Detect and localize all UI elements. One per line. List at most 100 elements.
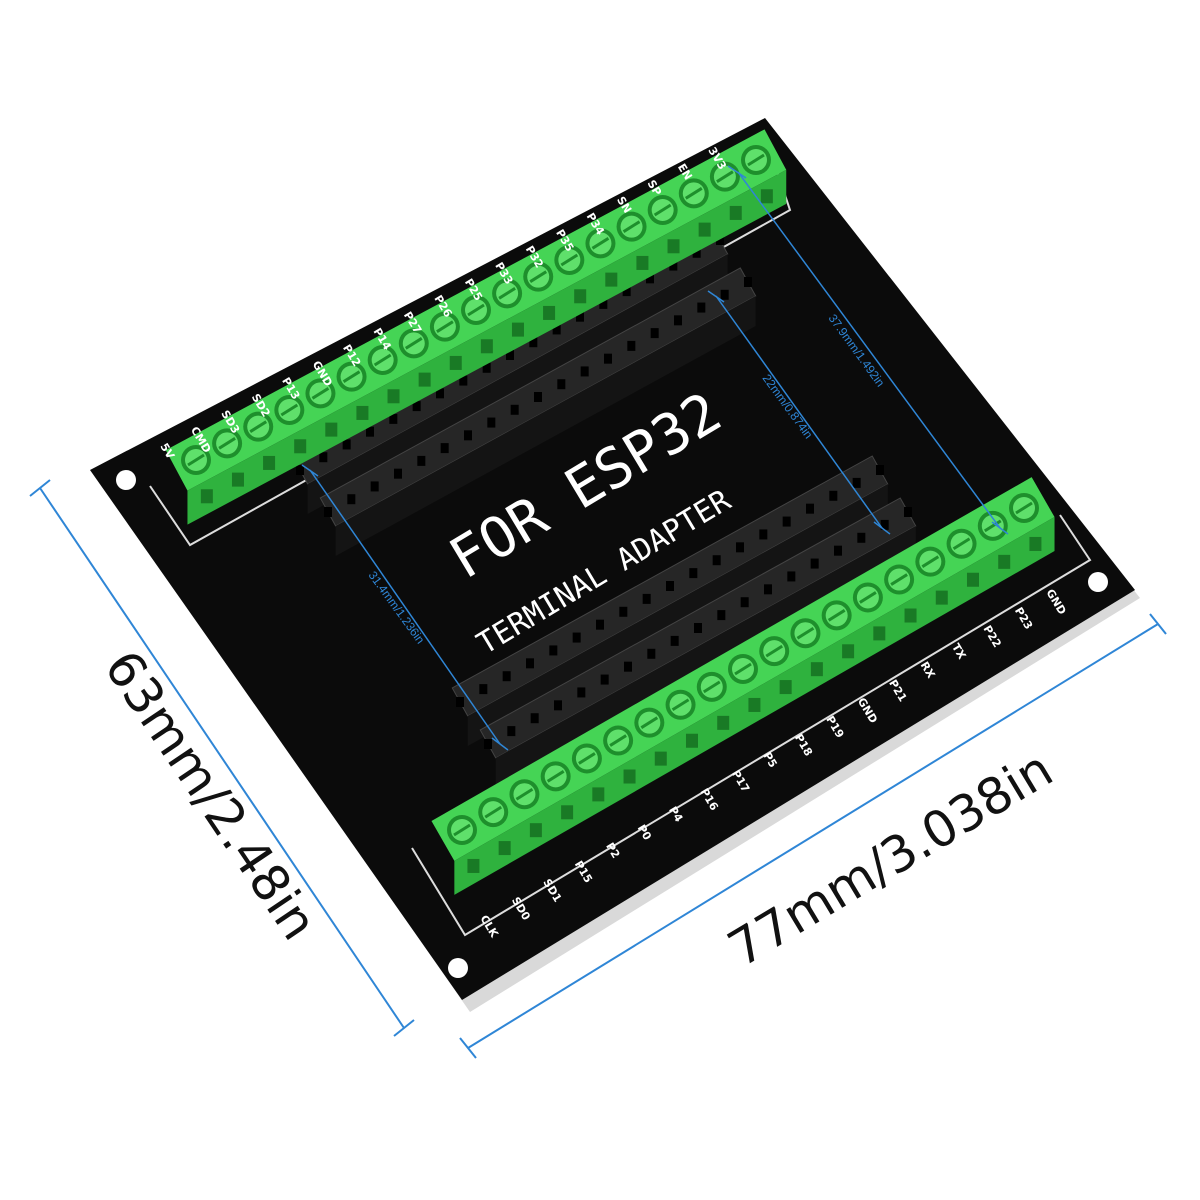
wire-opening xyxy=(779,680,792,695)
header-pin-hole xyxy=(852,477,861,488)
header-pin-hole xyxy=(647,648,656,659)
screw-slot-icon xyxy=(560,253,579,267)
header-pin-hole xyxy=(880,519,889,530)
wire-opening xyxy=(748,697,761,712)
wire-opening xyxy=(1029,536,1042,551)
wire-opening xyxy=(667,239,680,254)
screw-slot-icon xyxy=(249,420,268,433)
header-pin-hole xyxy=(829,490,838,501)
wire-opening xyxy=(480,339,493,354)
header-pin-hole xyxy=(642,593,651,604)
header-pin-hole xyxy=(596,619,604,630)
header-pin-hole xyxy=(716,235,724,245)
header-pin-hole xyxy=(572,632,581,643)
header-side-face xyxy=(495,526,916,789)
header-pin-hole xyxy=(782,516,791,527)
pcb-board xyxy=(90,118,1135,1000)
header-pin-hole xyxy=(720,289,729,300)
screw-slot-icon xyxy=(578,752,596,765)
screw-slot-icon xyxy=(1015,501,1033,515)
dimension-height-line xyxy=(29,479,415,1037)
screw-slot-icon xyxy=(484,805,503,819)
wire-opening xyxy=(685,733,698,748)
screw-slot-icon xyxy=(311,387,330,400)
wire-opening xyxy=(529,823,542,838)
wire-opening xyxy=(294,439,307,454)
screw-slot-icon xyxy=(404,337,423,350)
screw-slot-icon xyxy=(187,453,205,467)
header-pin-hole xyxy=(342,439,351,450)
header-pin-hole xyxy=(697,302,706,313)
header-pin-hole xyxy=(577,687,586,698)
header-pin-hole xyxy=(810,558,819,569)
header-pin-hole xyxy=(319,452,328,463)
mounting-hole xyxy=(116,470,136,490)
screw-slot-icon xyxy=(640,716,659,729)
header-pin-hole xyxy=(507,726,516,737)
header-pin-hole xyxy=(436,388,444,399)
header-pin-hole xyxy=(417,455,426,466)
screw-slot-icon xyxy=(280,403,299,417)
header-pin-hole xyxy=(557,379,566,390)
screw-slot-icon xyxy=(467,303,485,317)
wire-opening xyxy=(387,389,400,404)
header-pin-hole xyxy=(599,298,608,309)
screw-slot-icon xyxy=(702,680,721,694)
header-pin-hole xyxy=(530,713,539,724)
header-pin-hole xyxy=(619,606,628,617)
screw-slot-icon xyxy=(890,573,908,586)
screw-slot-icon xyxy=(498,287,516,300)
header-side-face xyxy=(335,296,756,557)
measure-inner-span xyxy=(727,165,1009,535)
header-pin-hole xyxy=(666,581,674,591)
mounting-hole xyxy=(1088,572,1108,592)
wire-opening xyxy=(873,626,886,641)
header-pin-hole xyxy=(674,315,682,326)
silk-outline xyxy=(411,514,1092,937)
header-pin-hole xyxy=(484,739,492,749)
screw-terminal-block-bottom xyxy=(431,477,1055,895)
wire-opening xyxy=(418,372,431,387)
screw-slot-icon xyxy=(921,555,940,568)
wire-opening xyxy=(729,205,742,220)
dimension-width-line xyxy=(459,613,1167,1059)
screw-slot-icon xyxy=(734,662,752,676)
header-pin-hole xyxy=(576,311,584,322)
wire-opening xyxy=(810,662,823,677)
header-pin-hole xyxy=(717,610,726,621)
screw-slot-icon xyxy=(747,153,765,167)
header-pin-hole xyxy=(764,584,772,595)
screw-slot-icon xyxy=(591,237,610,250)
header-pin-hole xyxy=(904,507,912,517)
wire-opening xyxy=(636,255,649,270)
wire-opening xyxy=(263,455,276,470)
wire-opening xyxy=(325,422,338,437)
header-pin-hole xyxy=(580,366,589,377)
header-pin-hole xyxy=(529,337,538,348)
header-pin-hole xyxy=(624,661,632,672)
header-pin-hole xyxy=(482,362,491,373)
screw-slot-icon xyxy=(453,823,471,837)
header-pin-hole xyxy=(459,375,468,386)
screw-slot-icon xyxy=(684,187,703,200)
screw-slot-icon xyxy=(716,170,734,183)
screw-slot-icon xyxy=(342,370,361,383)
header-pin-hole xyxy=(692,247,701,258)
wire-opening xyxy=(698,222,711,237)
header-pin-hole xyxy=(534,392,542,402)
screw-slot-icon xyxy=(796,626,815,640)
screw-slot-icon xyxy=(827,609,846,622)
header-pin-hole xyxy=(456,697,464,707)
wire-opening xyxy=(592,787,605,802)
screw-slot-icon xyxy=(529,270,548,283)
header-pin-hole xyxy=(646,273,654,284)
header-pin-hole xyxy=(689,568,698,579)
header-pin-hole xyxy=(604,353,612,364)
wire-opening xyxy=(760,189,773,204)
wire-opening xyxy=(561,805,574,820)
header-pin-hole xyxy=(412,401,421,412)
screw-terminal-block-top xyxy=(165,129,787,525)
header-pin-hole xyxy=(464,430,472,441)
screw-slot-icon xyxy=(653,203,672,217)
